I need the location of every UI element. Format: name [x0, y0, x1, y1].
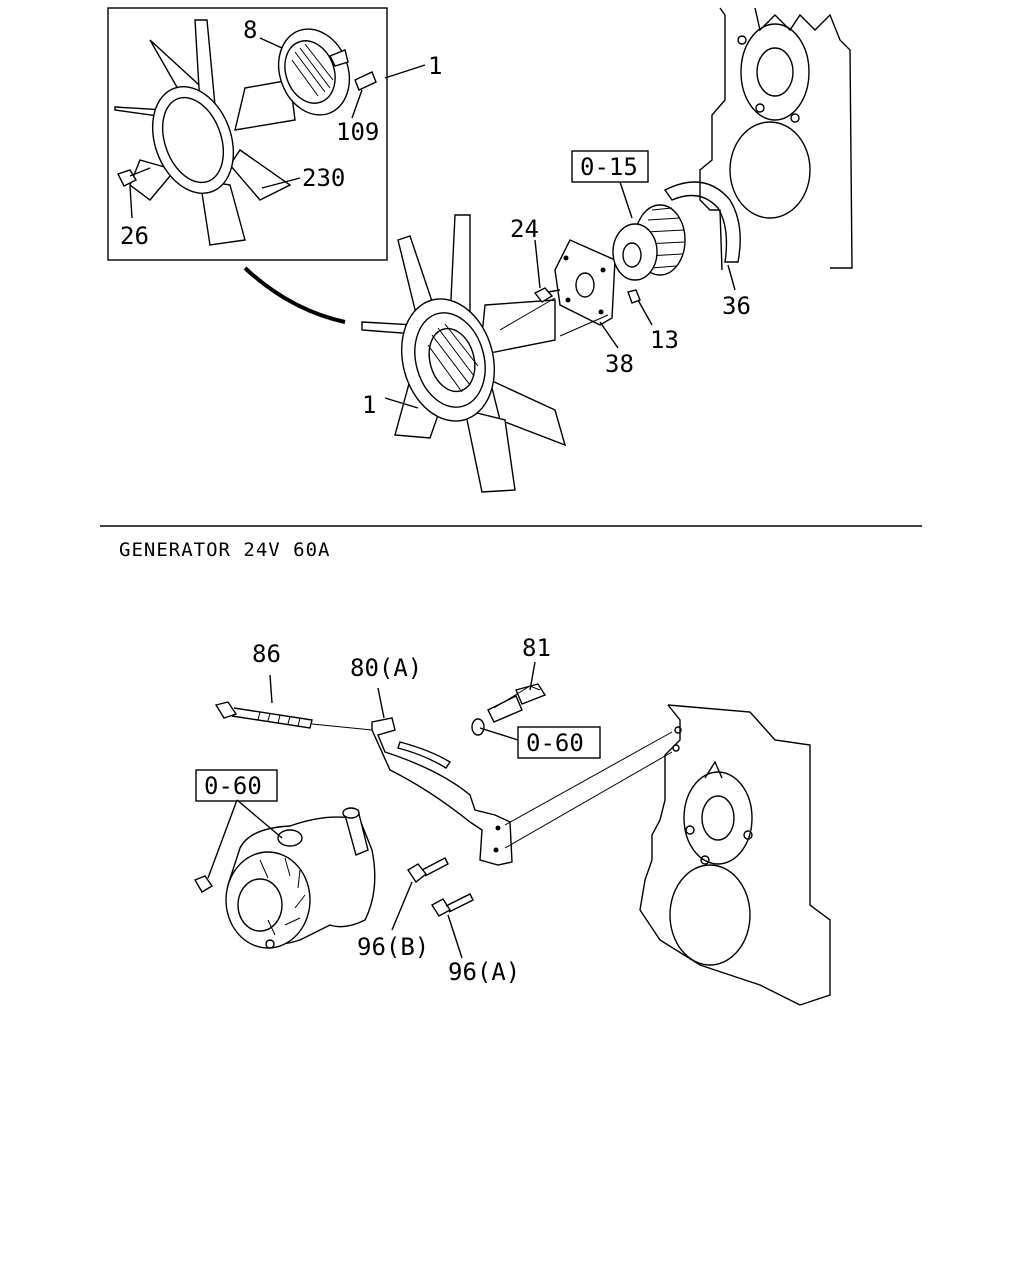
- leader-8: [259, 37, 283, 49]
- inset-bolt-26: [117, 167, 151, 187]
- label-96a: 96(A): [448, 958, 520, 986]
- inset-frame: [107, 7, 388, 261]
- leader-0-60-alt: [236, 799, 283, 839]
- label-1-main: 1: [362, 391, 376, 419]
- engine-block-top: [699, 7, 853, 271]
- leader-1-inset: [384, 64, 426, 79]
- leader-81: [529, 661, 536, 691]
- align-line-2: [504, 751, 673, 849]
- engine-block-bottom: [639, 704, 831, 1006]
- inset-fan-ring: [151, 86, 235, 194]
- align-line-1: [504, 731, 673, 826]
- label-38: 38: [605, 350, 634, 378]
- label-24: 24: [510, 215, 539, 243]
- leader-96b: [391, 881, 413, 931]
- leader-0-60-right: [479, 727, 519, 741]
- bracket-plate-38: [554, 239, 616, 326]
- alternator: [225, 807, 376, 949]
- bracket-80a: [371, 717, 513, 866]
- label-1-inset: 1: [428, 52, 442, 80]
- fan-guard-36: [663, 181, 741, 263]
- axis-line-2: [559, 314, 609, 337]
- leader-26: [129, 185, 133, 219]
- label-0-60-left: 0-60: [204, 772, 262, 800]
- leader-24: [534, 239, 541, 289]
- label-80a: 80(A): [350, 654, 422, 682]
- leader-80a: [377, 687, 385, 719]
- leader-0-15: [619, 181, 633, 219]
- leader-38: [599, 321, 619, 349]
- leader-36: [727, 264, 736, 291]
- section-title: GENERATOR 24V 60A: [119, 539, 330, 561]
- label-109: 109: [336, 118, 379, 146]
- bolt-81: [487, 683, 547, 723]
- ref-box-0-60-right: [517, 726, 601, 759]
- main-fan-clutch: [400, 298, 496, 422]
- label-96b: 96(B): [357, 933, 429, 961]
- label-81: 81: [522, 634, 551, 662]
- ref-box-0-15: [571, 150, 649, 183]
- label-86: 86: [252, 640, 281, 668]
- nut-13: [627, 289, 641, 304]
- axis-line: [499, 297, 556, 331]
- leader-230: [261, 177, 301, 189]
- leader-86: [269, 674, 273, 704]
- bolt-86: [214, 701, 373, 731]
- label-230: 230: [302, 164, 345, 192]
- leader-96a: [447, 914, 463, 959]
- washer-0-60: [471, 718, 485, 736]
- label-0-15: 0-15: [580, 153, 638, 181]
- label-36: 36: [722, 292, 751, 320]
- label-8: 8: [243, 16, 257, 44]
- ref-box-0-60-left: [195, 769, 278, 802]
- bolt-96a: [431, 893, 474, 917]
- bolt-96b: [407, 857, 449, 884]
- inset-pointer-arc: [243, 266, 346, 324]
- inset-clutch: [277, 28, 377, 116]
- leader-109: [351, 89, 363, 119]
- leader-0-60-nut: [207, 799, 238, 879]
- label-13: 13: [650, 326, 679, 354]
- pulley: [612, 204, 686, 281]
- label-26: 26: [120, 222, 149, 250]
- bolt-24: [533, 287, 561, 303]
- label-0-60-right: 0-60: [526, 729, 584, 757]
- nut-0-60: [193, 875, 214, 893]
- leader-13: [637, 299, 653, 326]
- leader-1-main: [384, 397, 419, 409]
